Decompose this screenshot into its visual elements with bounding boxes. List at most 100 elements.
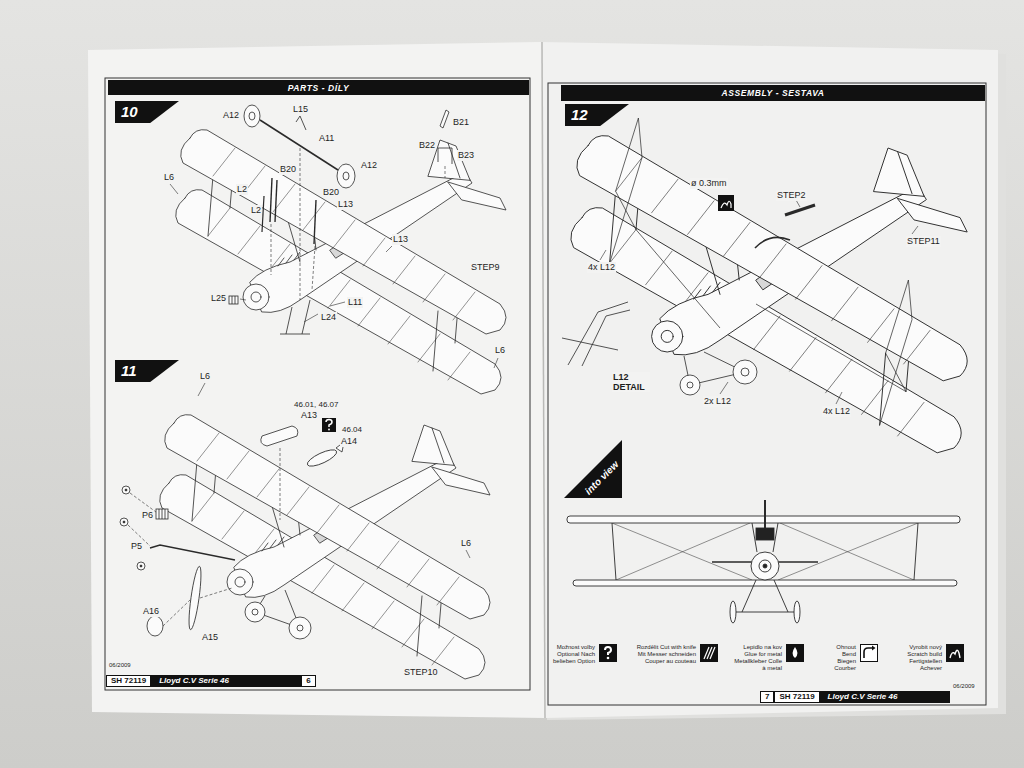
step10-drawing-part	[229, 296, 238, 304]
step10-drawing-part	[302, 300, 310, 334]
part-number: B23	[457, 150, 475, 161]
step12-drawing-part-part	[908, 280, 912, 320]
step12-drawing-part-part	[886, 280, 909, 353]
legend-text: Vyrobit nový Scratch build Fertigstellen…	[894, 644, 942, 672]
step12-drawing-part	[562, 302, 630, 366]
icon-box	[701, 645, 718, 662]
booklet-pages-part	[548, 83, 986, 705]
date: 06/2009	[108, 661, 132, 669]
step10-drawing-part	[337, 164, 355, 188]
step10-drawing-part	[314, 200, 316, 244]
step12-drawing-part-part	[616, 191, 636, 229]
flag-shape	[115, 101, 179, 123]
step12-drawing-part	[755, 237, 790, 248]
step10-drawing-part	[296, 116, 306, 130]
step10-drawing-part	[244, 105, 260, 127]
part-number: B22	[418, 140, 436, 151]
step10-drawing-part-part	[494, 358, 498, 368]
part-number: L11	[347, 297, 363, 308]
part-number: A12	[222, 110, 240, 121]
step10-drawing-part	[170, 184, 498, 368]
header-text: PARTS - DÍLY	[288, 83, 350, 93]
step12-drawing-part-part	[836, 392, 842, 404]
step12-drawing-part	[718, 195, 734, 211]
booklet-pages-part	[88, 42, 545, 718]
part-number: 2x L12	[703, 396, 732, 407]
part-number: L6	[460, 538, 472, 549]
step10-drawing-part	[176, 130, 506, 394]
step12-drawing-part	[600, 200, 918, 404]
front-view-drawing-part	[774, 580, 788, 612]
step10-drawing-part	[280, 334, 310, 335]
page-footer: SH 72119Lloyd C.V Serie 466	[106, 675, 316, 687]
section-header: PARTS - DÍLY	[108, 80, 529, 95]
step11-drawing-part	[289, 617, 311, 639]
legend-entry: Ohnout Bend Biegen Courber	[826, 644, 878, 672]
step12-drawing-part	[741, 368, 749, 376]
step11-drawing-part	[147, 616, 163, 636]
icon-glyph	[704, 647, 715, 659]
step11-drawing	[120, 383, 490, 679]
front-view-drawing-part	[612, 523, 616, 580]
dimension: ø 0.3mm	[690, 178, 728, 189]
front-view-drawing	[567, 500, 960, 623]
step12-drawing-part-part	[638, 118, 642, 158]
footer-text: 6	[301, 675, 315, 687]
step10-drawing-part	[270, 178, 272, 222]
icon-glyph	[864, 646, 876, 659]
step10-drawing-part-part	[170, 184, 178, 194]
step-reference: STEP10	[403, 667, 439, 678]
step12-drawing-part-part	[600, 250, 606, 260]
step12-drawing-part	[610, 118, 912, 425]
legend-entry: Vyrobit nový Scratch build Fertigstellen…	[894, 644, 964, 672]
legend-symbol	[786, 644, 804, 662]
step11-drawing-part	[322, 418, 336, 432]
step12-drawing-part-part	[756, 304, 906, 392]
step12-drawing-part-part	[616, 118, 639, 191]
step10-drawing-part-part	[386, 246, 392, 252]
step10-drawing	[170, 105, 506, 394]
front-view-drawing-part	[914, 523, 918, 580]
step-number: 11	[115, 360, 179, 382]
front-view-drawing-part	[780, 523, 914, 580]
step11-drawing-part	[162, 509, 163, 519]
step11-drawing-part	[198, 383, 470, 558]
part-number: A16	[142, 606, 160, 617]
footer-text: 7	[760, 691, 774, 703]
part-number: A12	[360, 160, 378, 171]
front-view-drawing-part	[730, 601, 736, 623]
step11-drawing-part-part	[163, 600, 190, 626]
part-number: 4x L12	[587, 262, 616, 273]
legend-symbol	[700, 644, 718, 662]
step12-drawing-part-part	[568, 312, 598, 365]
front-view-drawing-part	[573, 580, 957, 586]
front-view-drawing-part	[751, 552, 779, 580]
part-number: P5	[130, 541, 143, 552]
footer-text: SH 72119	[774, 691, 819, 703]
step12-drawing-part-part	[598, 302, 628, 312]
part-number: L2	[236, 184, 248, 195]
step12-drawing-part	[733, 360, 757, 384]
legend-symbol	[860, 644, 878, 662]
part-number: L6	[163, 172, 175, 183]
part-number: 4x L12	[822, 406, 851, 417]
front-view-drawing-part	[616, 523, 750, 580]
part-number: A14	[340, 436, 358, 447]
booklet-pages-part	[105, 78, 530, 690]
step10-drawing-part	[235, 296, 236, 304]
step10-drawing-part-part	[304, 314, 318, 322]
step12-drawing-part-part	[562, 338, 618, 350]
step10-drawing-part	[262, 196, 264, 232]
front-view-drawing-part	[567, 516, 960, 523]
legend-text: Ohnout Bend Biegen Courber	[826, 644, 856, 672]
part-number: L25	[210, 293, 227, 304]
legend-text: Možnost volby Optional Nach belieben Opt…	[551, 644, 595, 665]
footer-text: SH 72119	[106, 675, 151, 687]
step-reference: STEP2	[776, 190, 807, 201]
step11-drawing-part-part	[200, 588, 232, 598]
step11-drawing-part	[120, 518, 128, 526]
front-view-drawing-part	[756, 528, 774, 540]
step12-drawing-part-part	[796, 200, 800, 207]
booklet-pages	[88, 42, 1006, 720]
